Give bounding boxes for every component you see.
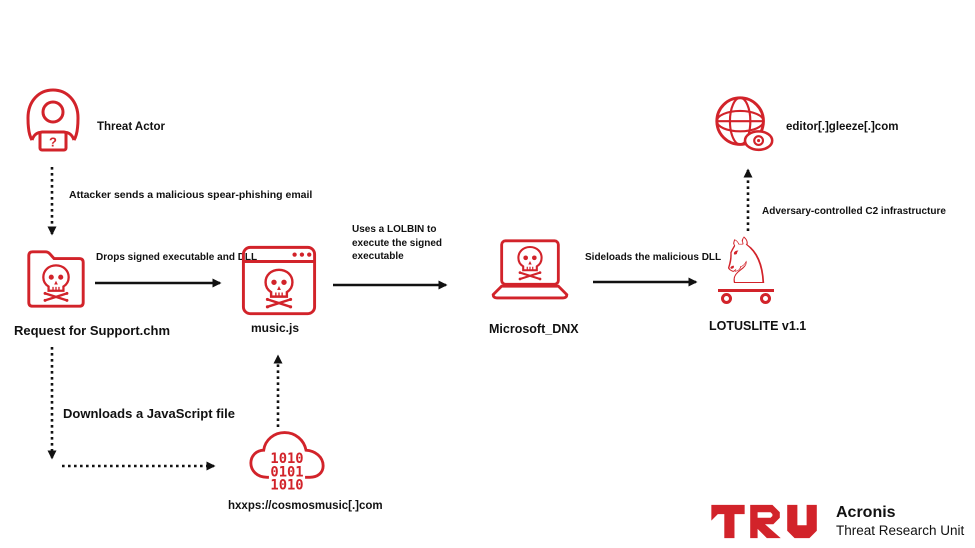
binary-line-2: 0101	[270, 464, 303, 480]
tru-logo	[711, 504, 817, 539]
edge-label-downloads: Downloads a JavaScript file	[63, 406, 235, 421]
edge-label-lolbin: Uses a LOLBIN to execute the signed exec…	[352, 224, 443, 262]
trojan-horse-icon: ♘	[708, 225, 784, 304]
footer-text: Acronis Threat Research Unit	[836, 504, 964, 540]
download-cloud-icon: 1010 0101 1010	[249, 431, 325, 496]
cloud-url-label: hxxps://cosmosmusic[.]com	[228, 500, 383, 512]
horse-platform	[718, 288, 774, 292]
edge-label-phishing: Attacker sends a malicious spear-phishin…	[69, 189, 313, 201]
wheel-right	[760, 292, 771, 304]
malicious-chm-folder-icon	[27, 250, 85, 308]
musicjs-script-icon	[241, 245, 317, 316]
wheel-left	[721, 292, 732, 304]
edge-label-c2infra: Adversary-controlled C2 infrastructure	[762, 206, 946, 217]
threat-actor-icon: ?	[26, 88, 80, 152]
horse-glyph: ♘	[717, 225, 775, 299]
binary-line-1: 1010	[270, 451, 303, 467]
chm-label: Request for Support.chm	[14, 323, 171, 338]
edge-label-sideloads: Sideloads the malicious DLL	[585, 252, 722, 263]
footer-brand: Acronis	[836, 504, 896, 521]
microsoft-dnx-laptop-icon	[491, 239, 569, 300]
binary-line-3: 1010	[270, 478, 303, 494]
lotuslite-label: LOTUSLITE v1.1	[709, 319, 807, 333]
binary-backdrop	[268, 451, 306, 496]
musicjs-label: music.js	[251, 321, 300, 335]
c2-domain-label: editor[.]gleeze[.]com	[786, 121, 899, 133]
edge-label-drops: Drops signed executable and DLL	[96, 252, 258, 263]
threat-actor-label: Threat Actor	[97, 121, 165, 133]
horse-wheels	[721, 292, 771, 304]
footer-unit: Threat Research Unit	[836, 523, 965, 539]
dnx-label: Microsoft_DNX	[489, 322, 579, 336]
question-mark-glyph: ?	[49, 135, 57, 150]
c2-globe-icon	[715, 96, 774, 152]
